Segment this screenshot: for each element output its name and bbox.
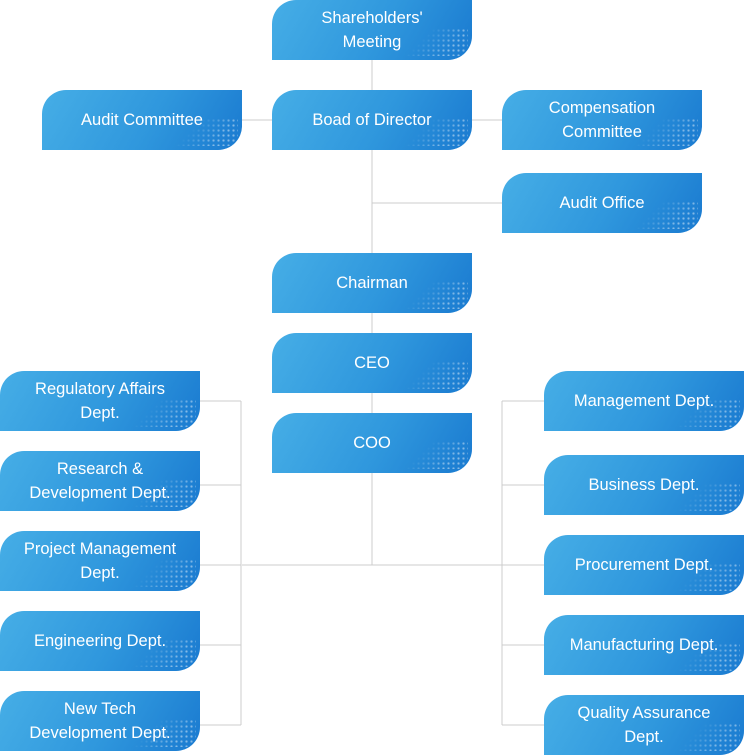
dot-pattern-decoration: [134, 719, 196, 747]
dot-pattern-decoration: [636, 201, 698, 229]
node-quality-assurance-dept[interactable]: Quality Assurance Dept.: [544, 695, 744, 755]
node-label: Audit Committee: [81, 111, 203, 129]
node-label: Engineering Dept.: [33, 632, 167, 650]
dot-pattern-decoration: [678, 563, 740, 591]
node-board-of-director[interactable]: Boad of Director: [272, 90, 472, 150]
node-label: Compensation Committee: [548, 99, 656, 141]
dot-pattern-decoration: [406, 118, 468, 146]
node-label: Shareholders' Meeting: [321, 9, 423, 51]
node-compensation-committee[interactable]: Compensation Committee: [502, 90, 702, 150]
dot-pattern-decoration: [134, 479, 196, 507]
dot-pattern-decoration: [134, 639, 196, 667]
node-label: COO: [353, 434, 391, 452]
node-label: CEO: [354, 354, 390, 372]
dot-pattern-decoration: [678, 723, 740, 751]
node-shareholders-meeting[interactable]: Shareholders' Meeting: [272, 0, 472, 60]
dot-pattern-decoration: [406, 28, 468, 56]
node-regulatory-affairs-dept[interactable]: Regulatory Affairs Dept.: [0, 371, 200, 431]
node-new-tech-development-dept[interactable]: New Tech Development Dept.: [0, 691, 200, 751]
node-label: Boad of Director: [312, 111, 432, 129]
node-label: New Tech Development Dept.: [29, 700, 171, 742]
node-ceo[interactable]: CEO: [272, 333, 472, 393]
node-label: Manufacturing Dept.: [569, 636, 719, 654]
node-label: Management Dept.: [573, 392, 715, 410]
dot-pattern-decoration: [678, 483, 740, 511]
dot-pattern-decoration: [406, 361, 468, 389]
node-audit-committee[interactable]: Audit Committee: [42, 90, 242, 150]
node-research-development-dept[interactable]: Research & Development Dept.: [0, 451, 200, 511]
node-engineering-dept[interactable]: Engineering Dept.: [0, 611, 200, 671]
node-business-dept[interactable]: Business Dept.: [544, 455, 744, 515]
dot-pattern-decoration: [678, 399, 740, 427]
node-management-dept[interactable]: Management Dept.: [544, 371, 744, 431]
dot-pattern-decoration: [134, 559, 196, 587]
node-label: Chairman: [336, 274, 408, 292]
node-label: Regulatory Affairs Dept.: [35, 380, 165, 422]
node-audit-office[interactable]: Audit Office: [502, 173, 702, 233]
dot-pattern-decoration: [176, 118, 238, 146]
node-chairman[interactable]: Chairman: [272, 253, 472, 313]
node-project-management-dept[interactable]: Project Management Dept.: [0, 531, 200, 591]
node-procurement-dept[interactable]: Procurement Dept.: [544, 535, 744, 595]
node-coo[interactable]: COO: [272, 413, 472, 473]
dot-pattern-decoration: [406, 281, 468, 309]
dot-pattern-decoration: [134, 399, 196, 427]
node-label: Project Management Dept.: [23, 540, 177, 582]
node-label: Procurement Dept.: [574, 556, 714, 574]
node-label: Quality Assurance Dept.: [577, 704, 711, 746]
dot-pattern-decoration: [406, 441, 468, 469]
node-label: Research & Development Dept.: [29, 460, 171, 502]
node-manufacturing-dept[interactable]: Manufacturing Dept.: [544, 615, 744, 675]
dot-pattern-decoration: [678, 643, 740, 671]
node-label: Audit Office: [559, 194, 645, 212]
node-label: Business Dept.: [588, 476, 700, 494]
dot-pattern-decoration: [636, 118, 698, 146]
